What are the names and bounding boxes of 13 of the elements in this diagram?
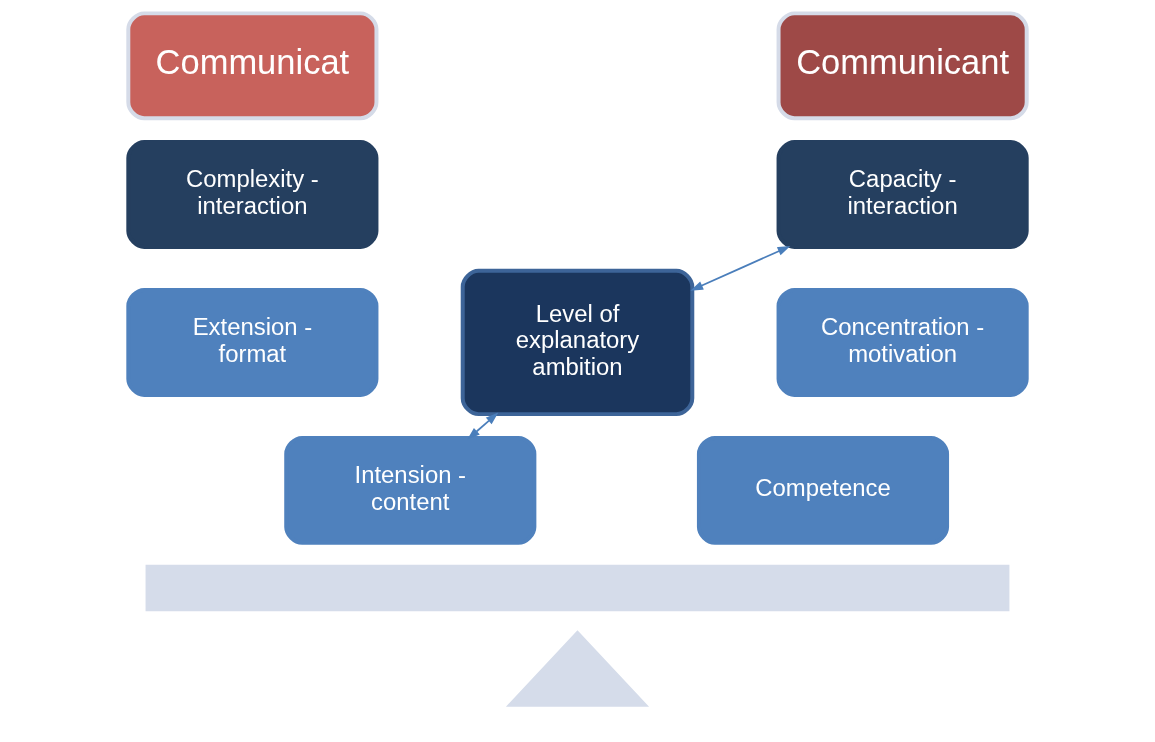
node-box: Level of explanatory ambition: [460, 268, 695, 417]
node-triangle: [505, 630, 650, 707]
node-box: Complexity - interaction: [126, 140, 379, 249]
node-box: Concentration - motivation: [776, 288, 1029, 397]
node-box: Intension - content: [284, 436, 537, 545]
arrow: [690, 246, 791, 291]
node-box: Capacity - interaction: [776, 140, 1029, 249]
arrow: [467, 412, 499, 440]
node-box: Communicant: [776, 11, 1029, 121]
node-box: Extension - format: [126, 288, 379, 397]
node-box: Communicat: [126, 11, 379, 121]
node-bar: [145, 564, 1010, 612]
node-box: Competence: [696, 436, 950, 545]
